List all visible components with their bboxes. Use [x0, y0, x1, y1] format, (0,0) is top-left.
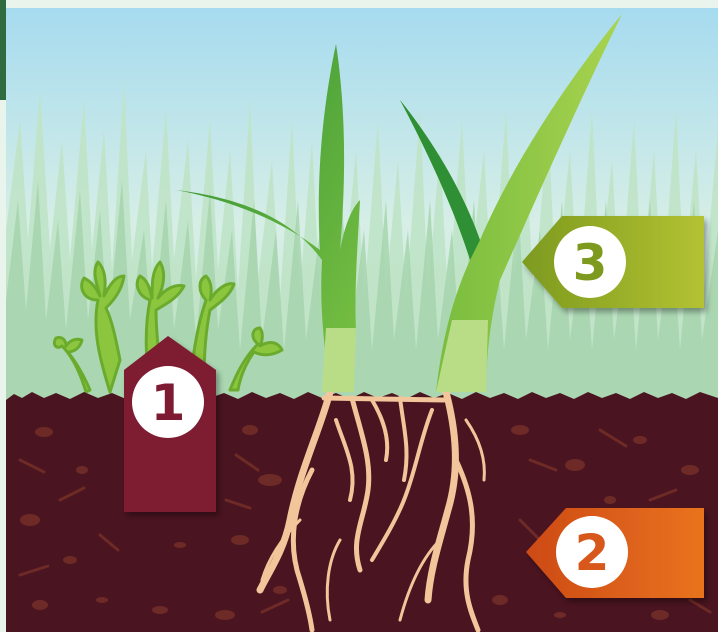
label-two-number: 2 [575, 524, 610, 582]
label-one-number: 1 [151, 374, 186, 432]
label-three-number: 3 [573, 234, 608, 292]
left-edge-strip [0, 0, 6, 100]
